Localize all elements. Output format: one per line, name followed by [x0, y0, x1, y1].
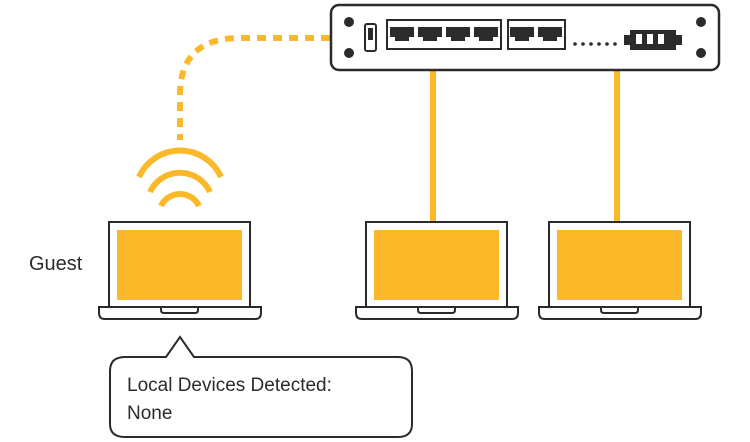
wired-laptop-1	[355, 221, 519, 320]
ethernet-port	[446, 27, 470, 41]
status-led	[589, 42, 593, 46]
ethernet-ports	[390, 27, 562, 41]
guest-label: Guest	[29, 253, 83, 275]
router-screw	[696, 48, 706, 58]
ethernet-port	[418, 27, 442, 41]
speech-bubble-icon	[109, 335, 413, 438]
router-screw	[696, 17, 706, 27]
ethernet-port	[510, 27, 534, 41]
ethernet-port	[390, 27, 414, 41]
status-led	[605, 42, 609, 46]
ethernet-port	[538, 27, 562, 41]
wireless-link	[177, 35, 330, 140]
ethernet-port	[474, 27, 498, 41]
router-screw	[344, 17, 354, 27]
bubble-line-2: None	[127, 403, 173, 424]
router-icon	[329, 3, 721, 72]
laptop-screen	[374, 230, 499, 300]
status-led	[613, 42, 617, 46]
router-screw	[344, 48, 354, 58]
status-led	[573, 42, 577, 46]
usb-port	[364, 23, 377, 52]
status-led	[581, 42, 585, 46]
power-connector	[624, 30, 682, 50]
bubble-line-1: Local Devices Detected:	[127, 375, 332, 396]
wifi-signal-icon	[136, 147, 224, 208]
guest-laptop	[98, 221, 262, 320]
wired-laptop-2	[538, 221, 702, 320]
bubble-text: Local Devices Detected: None	[127, 372, 332, 428]
status-led	[597, 42, 601, 46]
laptop-screen	[117, 230, 242, 300]
status-leds	[573, 42, 617, 46]
laptop-screen	[557, 230, 682, 300]
